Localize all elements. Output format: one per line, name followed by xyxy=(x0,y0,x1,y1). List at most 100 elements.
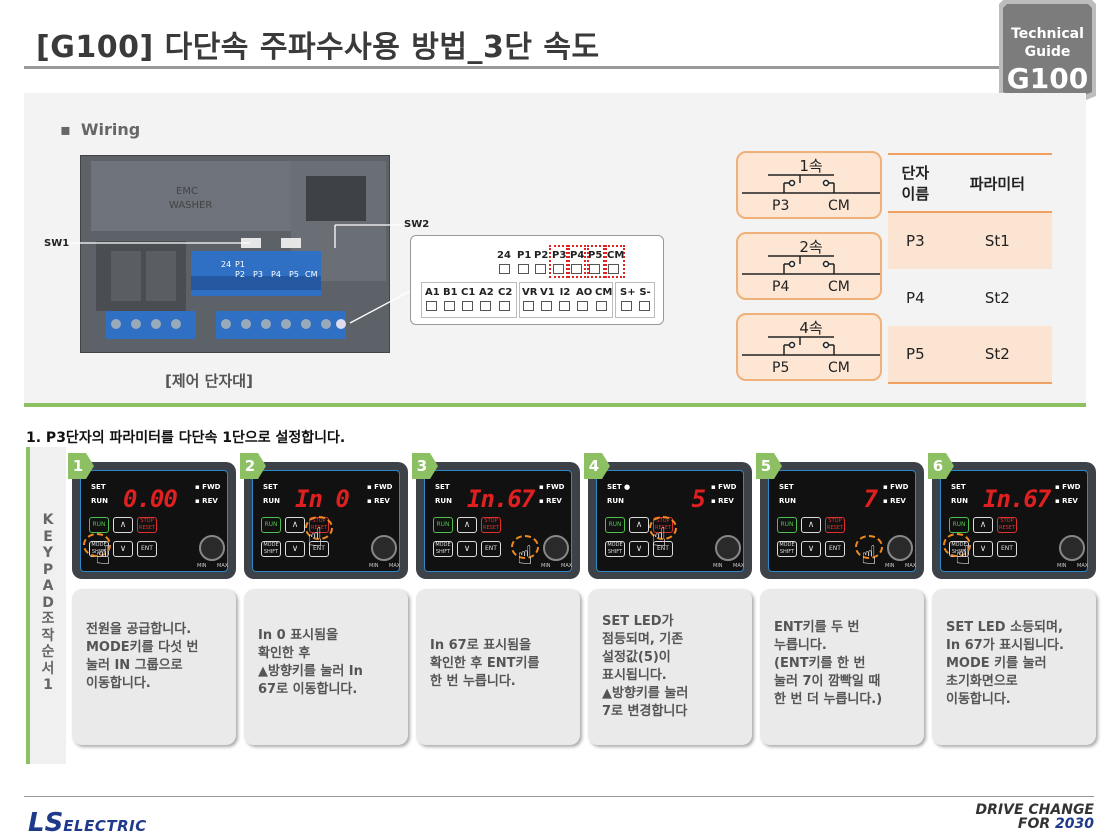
board-illustration xyxy=(81,156,389,352)
terminal-group-relay xyxy=(421,282,517,318)
sidebar-char: A xyxy=(42,578,54,594)
pressed-key-highlight xyxy=(83,533,111,557)
terminal-a2: A2 xyxy=(479,287,494,298)
description-line: 이동합니다. xyxy=(946,692,1011,707)
slogan-line2: FOR 2030 xyxy=(976,817,1094,831)
terminal-p3: P3 xyxy=(552,250,567,261)
pointing-hand-icon: ☝ xyxy=(861,541,877,571)
sidebar-char: 1 xyxy=(43,677,53,693)
terminal-box xyxy=(621,301,632,311)
switch-symbol-icon xyxy=(742,336,880,356)
description-line: 표시됩니다. xyxy=(602,668,667,683)
keypad-display: 7 xyxy=(863,485,878,513)
switch-right-terminal: CM xyxy=(828,360,850,376)
down-arrow-icon: ∨ xyxy=(801,541,821,557)
step-number-tag: 3 xyxy=(412,453,438,479)
terminal-s-plus: S+ xyxy=(620,287,636,298)
description-line: ▲방향키를 눌러 In xyxy=(258,664,363,679)
switch-title: 1속 xyxy=(799,157,823,175)
run-button: RUN xyxy=(433,517,453,533)
description-line: MODE키를 다섯 번 xyxy=(86,640,199,655)
pointing-hand-icon: ☝ xyxy=(651,523,667,553)
pressed-key-highlight xyxy=(855,535,883,559)
terminal-box xyxy=(499,301,510,311)
terminal-box xyxy=(444,301,455,311)
badge-shape xyxy=(999,0,1096,116)
board-t-p4: P4 xyxy=(271,270,281,279)
terminal-box xyxy=(535,264,546,274)
kp-min-label: MIN xyxy=(541,563,551,569)
description-line: ENT키를 두 번 xyxy=(774,620,860,635)
board-t-p5: P5 xyxy=(289,270,299,279)
sidebar-char: Y xyxy=(42,545,54,561)
kp-fwd-label: ▪ FWD xyxy=(711,483,737,491)
kp-set-label: SET xyxy=(779,483,794,491)
kp-fwd-label: ▪ FWD xyxy=(1055,483,1081,491)
stop-reset-button: STOP RESET xyxy=(997,517,1017,533)
board-t-p1: P1 xyxy=(235,260,245,269)
sidebar-char: 작 xyxy=(41,627,55,644)
terminal-box xyxy=(577,301,588,311)
terminal-box xyxy=(589,264,600,274)
switch-title: 2속 xyxy=(799,238,823,256)
parameter-table: 단자 이름 파라미터 P3 St1 P4 St2 P5 St2 xyxy=(888,153,1052,384)
description-line: 한 번 더 누릅니다.) xyxy=(774,692,883,707)
description-line: 누릅니다. xyxy=(774,638,827,653)
keypad-display: In.67 xyxy=(983,485,1051,513)
step-number-tag: 1 xyxy=(68,453,94,479)
board-washer-label: WASHER xyxy=(169,200,213,211)
board-t-cm: CM xyxy=(305,270,318,279)
terminal-b1: B1 xyxy=(443,287,458,298)
wiring-heading-text: Wiring xyxy=(80,120,141,139)
description-line: 확인한 후 xyxy=(258,646,311,661)
description-line: 눌러 7이 깜빡일 때 xyxy=(774,674,881,689)
step-number-tag: 6 xyxy=(928,453,954,479)
sidebar-char: E xyxy=(43,528,53,545)
kp-run-label: RUN xyxy=(607,497,624,505)
switch-symbol-icon xyxy=(742,255,880,275)
mode-shift-button: MODE SHIFT xyxy=(433,541,453,557)
cell-terminal: P5 xyxy=(888,326,943,384)
kp-min-label: MIN xyxy=(197,563,207,569)
technical-guide-badge: Technical Guide G100 xyxy=(999,0,1096,118)
table-header-row: 단자 이름 파라미터 xyxy=(888,153,1052,213)
badge-line-3: G100 xyxy=(1006,62,1089,95)
step-number: 1 xyxy=(72,457,84,475)
step-tag-shape xyxy=(68,453,94,479)
description-line: (ENT키를 한 번 xyxy=(774,656,866,671)
board-t-p3: P3 xyxy=(253,270,263,279)
terminal-v1: V1 xyxy=(540,287,555,298)
switch-symbol-icon xyxy=(742,174,880,194)
terminal-callout: 24 P1 P2 P3 P4 P5 CM A1 B1 C1 A2 C2 VR V… xyxy=(410,235,664,325)
pressed-key-highlight xyxy=(649,516,677,540)
description-line: 설정값(5)이 xyxy=(602,650,671,665)
ent-button: ENT xyxy=(653,541,673,557)
switch-right-terminal: CM xyxy=(828,279,850,295)
step-number: 5 xyxy=(760,457,772,475)
kp-max-label: MAX xyxy=(905,563,917,569)
switch-diagram-speed4: 4속 P5 CM xyxy=(736,313,882,381)
description-line: In 0 표시됨을 xyxy=(258,628,339,643)
frequency-knob-icon xyxy=(715,535,741,561)
terminal-box xyxy=(523,301,534,311)
mode-shift-button: MODE SHIFT xyxy=(261,541,281,557)
description-line: 이동합니다. xyxy=(86,676,151,691)
sidebar-char: 서 xyxy=(41,660,55,677)
run-button: RUN xyxy=(777,517,797,533)
terminal-box xyxy=(639,301,650,311)
kp-run-label: RUN xyxy=(951,497,968,505)
up-arrow-icon: ∧ xyxy=(113,517,133,533)
pressed-key-highlight xyxy=(943,533,971,557)
description-line: SET LED가 xyxy=(602,614,674,629)
